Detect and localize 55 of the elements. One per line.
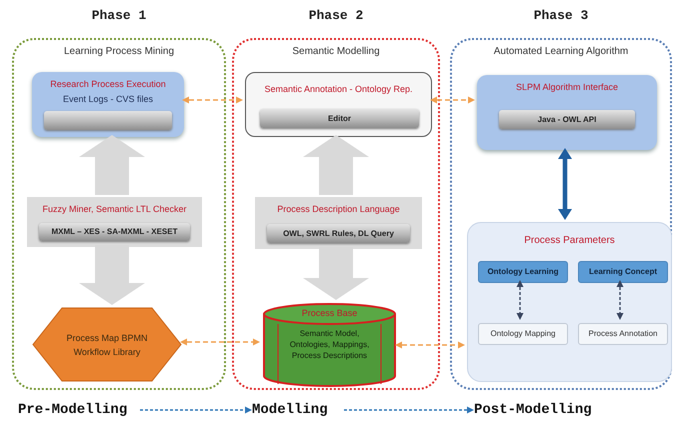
block-arrow: [303, 135, 369, 195]
tool-bar: [260, 109, 419, 128]
tool-bar: [39, 223, 190, 241]
process-box: [32, 72, 184, 137]
tool-bar: [499, 110, 635, 129]
dashed-arrow: [516, 280, 524, 320]
band-title: Process Description Language: [276, 203, 401, 216]
dashed-arrow: [616, 280, 624, 320]
dashed-arrow: [344, 406, 474, 414]
process-band: [255, 197, 422, 249]
concept-label: Process Annotation: [588, 328, 658, 340]
phase-heading: Phase 3: [532, 7, 590, 25]
tool-label: Java - OWL API: [538, 114, 596, 126]
parameters-panel: [467, 222, 672, 382]
stage-label: Modelling: [252, 400, 328, 420]
cylinder-title: Process Base: [302, 307, 358, 320]
band-title: Fuzzy Miner, Semantic LTL Checker: [41, 203, 188, 216]
dashed-arrow: [140, 406, 252, 414]
cylinder-text: Semantic Model, Ontologies, Mappings, Process Descriptions: [288, 328, 370, 360]
concept-label: Ontology Learning: [487, 266, 559, 278]
phase-heading: Phase 1: [90, 7, 148, 25]
dashed-arrow: [182, 96, 243, 104]
process-box: [245, 72, 432, 137]
phase-heading: Phase 2: [308, 7, 364, 25]
shape-label: Process Map BPMN Workflow Library: [66, 332, 148, 358]
box-text: Event Logs - CVS files: [62, 93, 154, 106]
tool-bar: [267, 224, 410, 243]
block-arrow: [79, 245, 145, 305]
dashed-arrow: [430, 96, 475, 104]
concept-box: [578, 323, 668, 345]
panel-title: Process Parameters: [523, 234, 616, 248]
stage-label: Post-Modelling: [474, 400, 592, 420]
panel-title: Learning Process Mining: [62, 45, 176, 59]
tool-label: Editor: [328, 112, 352, 124]
dashed-arrow: [395, 342, 465, 348]
block-arrow: [79, 135, 145, 195]
box-title: Semantic Annotation - Ontology Rep.: [263, 83, 414, 96]
block-arrow: [303, 247, 369, 300]
concept-box: [578, 261, 668, 283]
concept-box: [478, 261, 568, 283]
panel-title: Automated Learning Algorithm: [492, 45, 630, 59]
concept-box: [478, 323, 568, 345]
process-box: [477, 75, 657, 150]
dashed-arrow: [180, 338, 260, 346]
stage-label: Pre-Modelling: [18, 400, 128, 420]
process-band: [27, 197, 202, 247]
double-arrow: [558, 148, 572, 220]
tool-bar: [44, 111, 172, 130]
tool-label: OWL, SWRL Rules, DL Query: [283, 228, 394, 240]
box-title: Research Process Execution: [49, 78, 167, 91]
panel-title: Semantic Modelling: [291, 45, 381, 59]
tool-label: MXML – XES - SA-MXML - XESET: [52, 226, 178, 238]
concept-label: Ontology Mapping: [490, 328, 556, 340]
concept-label: Learning Concept: [588, 266, 657, 278]
box-title: SLPM Algorithm Interface: [514, 81, 620, 94]
